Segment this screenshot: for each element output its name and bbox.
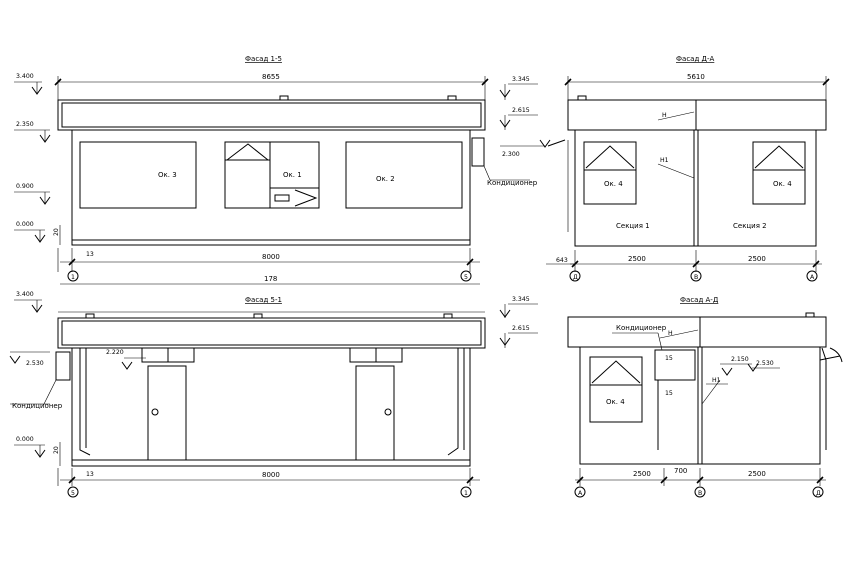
roof-panel — [57, 317, 486, 349]
building-body — [71, 130, 471, 246]
svg-text:2.350: 2.350 — [16, 121, 34, 128]
conditioner-unit — [654, 349, 696, 381]
window-4 — [589, 356, 643, 423]
svg-text:5610: 5610 — [687, 73, 705, 81]
window-4 — [752, 141, 806, 205]
level-marks-right: 3.345 2.615 2.300 — [499, 76, 551, 158]
axis-marker — [67, 270, 79, 282]
svg-text:3.400: 3.400 — [16, 73, 34, 80]
level-marks-left: 3.400 2.350 0.900 0.000 20 — [14, 73, 61, 245]
roof-vent — [447, 95, 457, 101]
svg-text:2.530: 2.530 — [26, 360, 44, 367]
svg-text:Ок. 4: Ок. 4 — [604, 180, 623, 188]
svg-text:0.900: 0.900 — [16, 183, 34, 190]
roof-panel — [57, 99, 486, 131]
roof-vent — [279, 95, 289, 101]
door — [147, 365, 187, 461]
window-2-label: Ок. 2 — [376, 175, 395, 183]
svg-text:700: 700 — [674, 467, 687, 475]
facade-a-d-title: Фасад А-Д — [680, 296, 719, 304]
svg-text:0.000: 0.000 — [16, 436, 34, 443]
svg-text:15: 15 — [665, 390, 673, 397]
svg-text:Д: Д — [816, 490, 821, 497]
svg-text:3.345: 3.345 — [512, 296, 530, 303]
svg-text:3.400: 3.400 — [16, 291, 34, 298]
dim-total-width: 8655 — [262, 73, 280, 81]
svg-text:Н1: Н1 — [660, 157, 669, 164]
svg-text:20: 20 — [53, 446, 60, 454]
facade-d-a: Фасад Д-А 5610 Ок. 4 Ок. 4 Секция 1 Секц… — [546, 55, 830, 282]
roof-panel — [567, 99, 827, 131]
axis-marker — [460, 270, 472, 282]
svg-text:643: 643 — [556, 257, 568, 264]
window-3-label: Ок. 3 — [158, 171, 177, 179]
conditioner-unit — [55, 351, 71, 381]
conditioner-unit — [471, 137, 485, 167]
facade-a-d: Фасад А-Д Ок. 4 Кондиционер Н Н1 15 15 2… — [567, 296, 843, 498]
svg-text:Секция 2: Секция 2 — [733, 222, 767, 230]
svg-text:Н1: Н1 — [712, 377, 721, 384]
svg-text:Секция 1: Секция 1 — [616, 222, 650, 230]
svg-text:5: 5 — [464, 274, 468, 281]
svg-text:2.615: 2.615 — [512, 107, 530, 114]
svg-text:А: А — [578, 490, 583, 497]
svg-text:2.615: 2.615 — [512, 325, 530, 332]
svg-text:178: 178 — [264, 275, 277, 283]
facade-5-1: Фасад 5-1 3.400 2.220 Кондиционер 2.530 — [9, 291, 538, 498]
svg-text:3.345: 3.345 — [512, 76, 530, 83]
svg-text:1: 1 — [71, 274, 75, 281]
svg-text:Ок. 4: Ок. 4 — [606, 398, 625, 406]
downpipe — [79, 348, 91, 456]
svg-text:2500: 2500 — [628, 255, 646, 263]
svg-text:2.150: 2.150 — [731, 356, 749, 363]
svg-text:Кондиционер: Кондиционер — [12, 402, 63, 410]
svg-text:5: 5 — [71, 490, 75, 497]
svg-text:А: А — [810, 274, 815, 281]
door — [355, 365, 395, 461]
window-2 — [345, 141, 463, 209]
svg-text:2500: 2500 — [633, 470, 651, 478]
svg-text:Д: Д — [573, 274, 578, 281]
svg-text:13: 13 — [86, 471, 94, 478]
facade-5-1-title: Фасад 5-1 — [245, 296, 282, 304]
window-1 — [224, 141, 320, 209]
conditioner-label: Кондиционер — [487, 179, 538, 187]
svg-text:2500: 2500 — [748, 255, 766, 263]
svg-text:0.000: 0.000 — [16, 221, 34, 228]
facade-1-5: Фасад 1-5 8655 Ок. 3 Ок. 1 Ок. 2 Кондици… — [14, 55, 551, 285]
svg-text:20: 20 — [53, 228, 60, 236]
window-1-label: Ок. 1 — [283, 171, 302, 179]
svg-text:Кондиционер: Кондиционер — [616, 324, 667, 332]
svg-text:15: 15 — [665, 355, 673, 362]
roof-panel — [567, 316, 827, 348]
facade-1-5-title: Фасад 1-5 — [245, 55, 282, 63]
svg-text:В: В — [694, 274, 698, 281]
svg-text:2500: 2500 — [748, 470, 766, 478]
svg-text:13: 13 — [86, 251, 94, 258]
svg-text:Н: Н — [668, 330, 673, 337]
svg-text:2.220: 2.220 — [106, 349, 124, 356]
window-3 — [79, 141, 197, 209]
svg-text:2.530: 2.530 — [756, 360, 774, 367]
svg-text:8000: 8000 — [262, 253, 280, 261]
window-4 — [583, 141, 637, 205]
svg-text:Н: Н — [662, 112, 667, 119]
svg-text:8000: 8000 — [262, 471, 280, 479]
facade-d-a-title: Фасад Д-А — [676, 55, 715, 63]
svg-text:В: В — [698, 490, 702, 497]
svg-text:1: 1 — [464, 490, 468, 497]
svg-text:Ок. 4: Ок. 4 — [773, 180, 792, 188]
svg-text:2.300: 2.300 — [502, 151, 520, 158]
